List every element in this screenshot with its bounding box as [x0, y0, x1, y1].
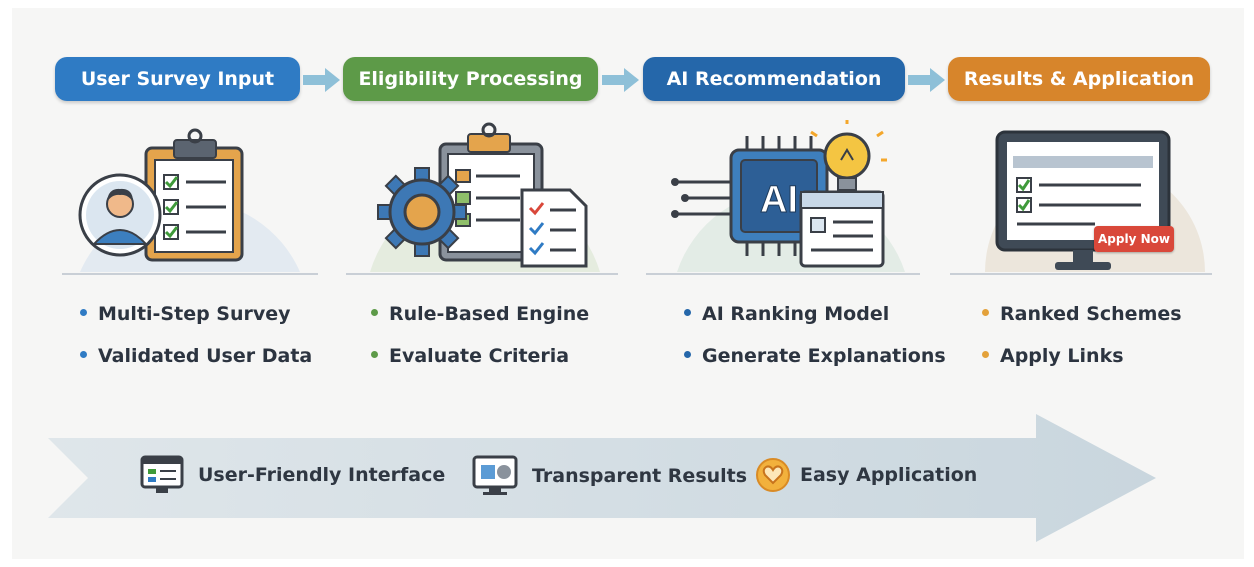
feature-easy-application: Easy Application: [754, 455, 977, 495]
feature-label: Transparent Results: [532, 465, 748, 487]
interface-window-icon: [140, 455, 184, 493]
bullet-dot-icon: [371, 351, 378, 358]
flow-arrow-3-icon: [908, 68, 945, 92]
flow-arrow-2-icon: [602, 68, 639, 92]
bullet-label: Rule-Based Engine: [389, 303, 590, 325]
bullet-label: Validated User Data: [98, 345, 313, 367]
list-item: Rule-Based Engine: [371, 300, 589, 342]
stage-4-divider: [950, 273, 1212, 275]
clipboard-checklist-user-icon: [78, 128, 300, 272]
bullet-dot-icon: [80, 351, 87, 358]
ai-chip-lightbulb-icon: AI: [671, 120, 905, 272]
bullet-dot-icon: [982, 351, 989, 358]
flow-arrow-1-icon: [303, 68, 340, 92]
bullet-label: Evaluate Criteria: [389, 345, 570, 367]
list-item: Ranked Schemes: [982, 300, 1182, 342]
list-item: Evaluate Criteria: [371, 342, 589, 384]
heart-badge-icon: [756, 458, 790, 492]
stage-1-title: User Survey Input: [55, 57, 300, 101]
bullet-label: Apply Links: [1000, 345, 1124, 367]
stage-3-divider: [646, 273, 920, 275]
gear-document-checklist-icon: [370, 122, 600, 272]
stage-2-divider: [346, 273, 618, 275]
bullet-dot-icon: [684, 351, 691, 358]
process-arrow-band: [48, 414, 1156, 542]
bullet-dot-icon: [982, 309, 989, 316]
stage-4-bullets: Ranked Schemes Apply Links: [982, 300, 1182, 384]
bullet-dot-icon: [371, 309, 378, 316]
bullet-label: AI Ranking Model: [702, 303, 890, 325]
monitor-results-icon: [985, 130, 1205, 272]
bullet-label: Ranked Schemes: [1000, 303, 1182, 325]
stage-2-title: Eligibility Processing: [343, 57, 598, 101]
feature-label: Easy Application: [800, 464, 978, 486]
stage-4-title: Results & Application: [948, 57, 1210, 101]
bullet-label: Multi-Step Survey: [98, 303, 291, 325]
bullet-dot-icon: [684, 309, 691, 316]
feature-label: User-Friendly Interface: [198, 464, 446, 486]
ai-chip-label: AI: [760, 179, 798, 221]
list-item: Validated User Data: [80, 342, 312, 384]
stage-2-bullets: Rule-Based Engine Evaluate Criteria: [371, 300, 589, 384]
monitor-icon: [472, 455, 518, 495]
feature-user-friendly-interface: User-Friendly Interface: [140, 455, 445, 495]
list-item: Generate Explanations: [684, 342, 946, 384]
bullet-label: Generate Explanations: [702, 345, 946, 367]
bullet-dot-icon: [80, 309, 87, 316]
list-item: Apply Links: [982, 342, 1182, 384]
feature-transparent-results: Transparent Results: [472, 455, 747, 497]
list-item: AI Ranking Model: [684, 300, 946, 342]
stage-1-bullets: Multi-Step Survey Validated User Data: [80, 300, 312, 384]
apply-now-button[interactable]: Apply Now: [1094, 226, 1174, 252]
stage-1-divider: [62, 273, 318, 275]
list-item: Multi-Step Survey: [80, 300, 312, 342]
stage-3-title: AI Recommendation: [643, 57, 905, 101]
stage-3-bullets: AI Ranking Model Generate Explanations: [684, 300, 946, 384]
